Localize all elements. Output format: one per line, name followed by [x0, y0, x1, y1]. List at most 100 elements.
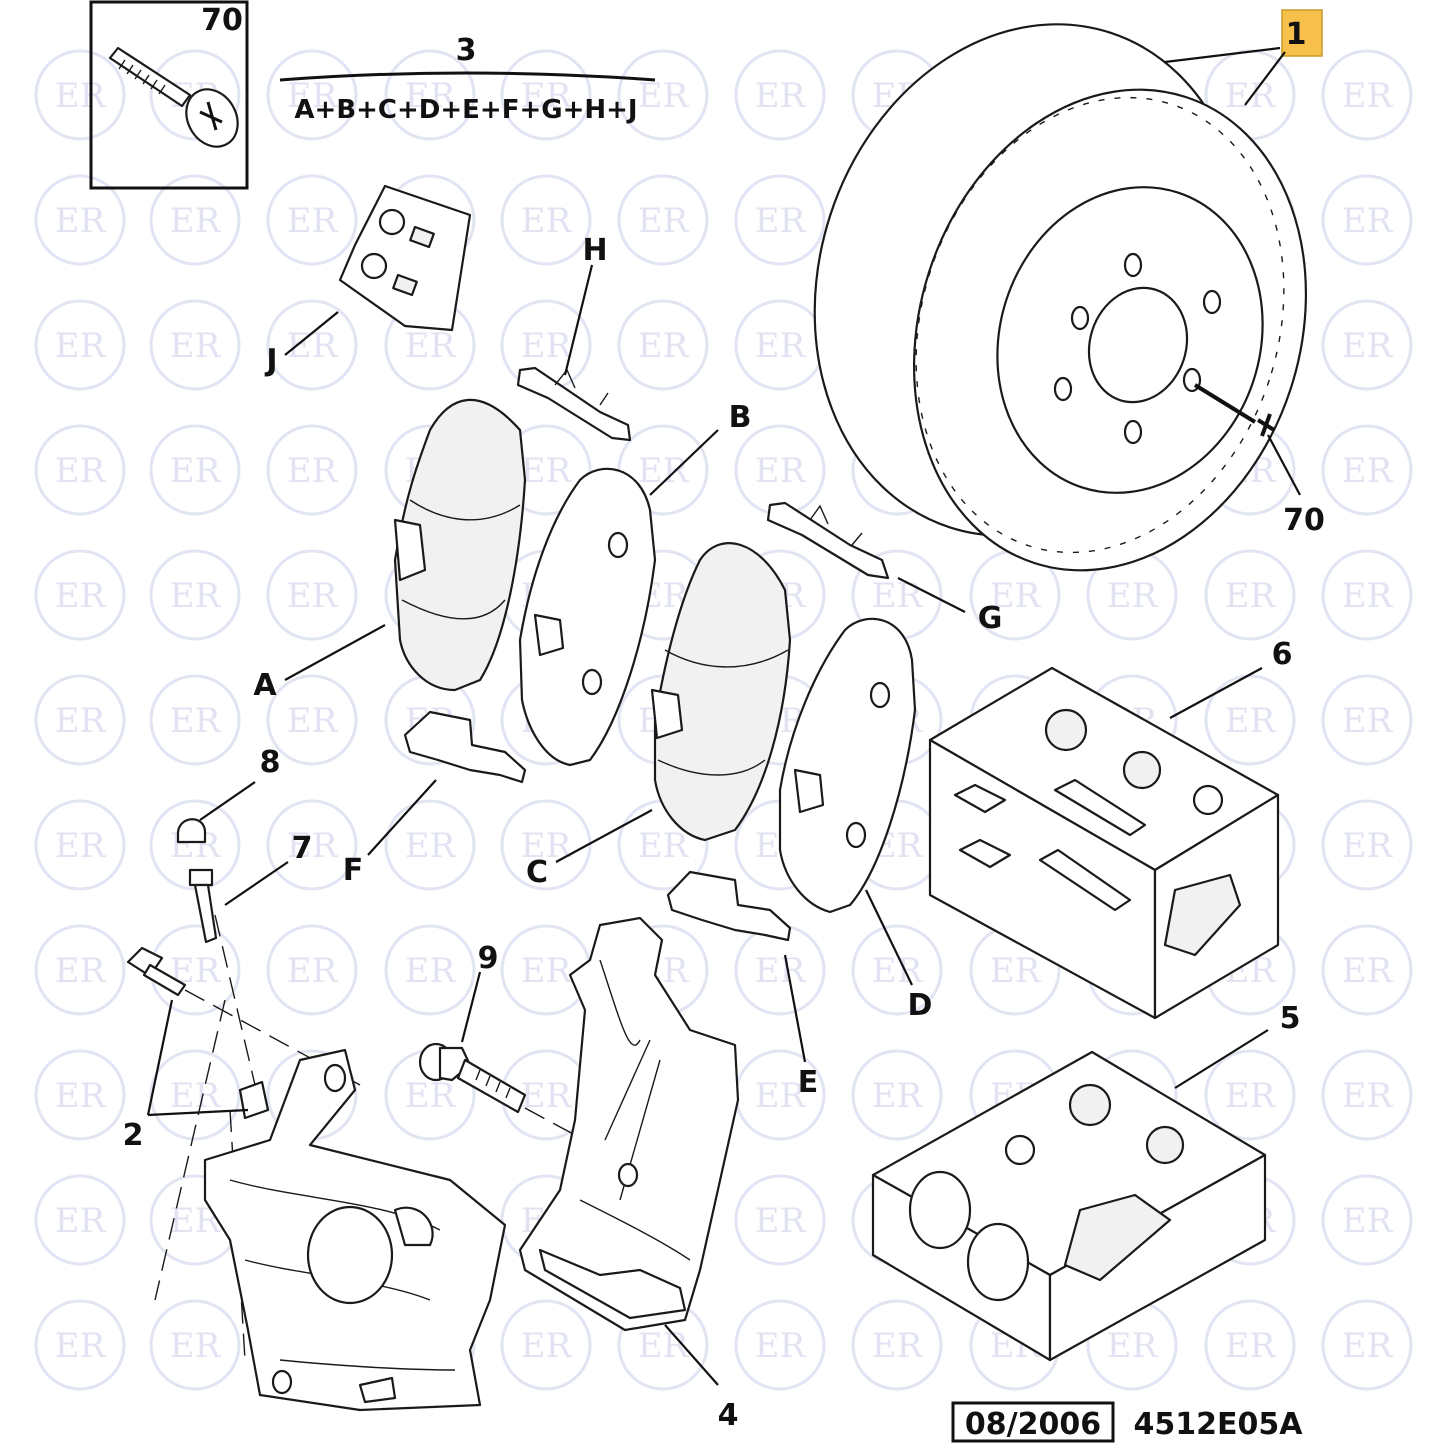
svg-text:ER: ER	[55, 826, 107, 866]
bleeder-7-callout: 7	[292, 831, 313, 866]
svg-text:ER: ER	[170, 451, 222, 491]
watermark-tile: ER	[617, 174, 709, 266]
watermark-tile: ER	[1321, 1049, 1413, 1141]
svg-text:ER: ER	[638, 76, 690, 116]
svg-text:ER: ER	[287, 76, 339, 116]
svg-text:ER: ER	[521, 1076, 573, 1116]
watermark-tile: ER	[617, 799, 709, 891]
svg-text:ER: ER	[55, 201, 107, 241]
svg-text:ER: ER	[990, 951, 1042, 991]
svg-text:ER: ER	[755, 951, 807, 991]
svg-text:ER: ER	[521, 451, 573, 491]
watermark-tile: ER	[384, 799, 476, 891]
svg-text:ER: ER	[170, 1326, 222, 1366]
svg-text:ER: ER	[1107, 576, 1159, 616]
svg-text:ER: ER	[1342, 201, 1394, 241]
watermark-tile: ER	[34, 1174, 126, 1266]
watermark-tile: ER	[149, 1299, 241, 1391]
footer-date: 08/2006	[965, 1407, 1101, 1442]
svg-text:ER: ER	[638, 326, 690, 366]
pad-c-callout: C	[526, 855, 548, 890]
svg-text:ER: ER	[170, 201, 222, 241]
svg-text:ER: ER	[872, 1076, 924, 1116]
watermark-tile: ER	[34, 799, 126, 891]
watermark-tile: ER	[1321, 799, 1413, 891]
watermark-tile: ER	[734, 174, 826, 266]
watermark-tile: ER	[266, 49, 358, 141]
watermark-tile: ER	[34, 424, 126, 516]
watermark-tile: ER	[851, 1299, 943, 1391]
watermark-tile: ER	[1204, 674, 1296, 766]
svg-text:ER: ER	[521, 951, 573, 991]
svg-text:ER: ER	[55, 576, 107, 616]
svg-text:ER: ER	[638, 1326, 690, 1366]
clip-e	[666, 870, 792, 942]
footer-code: 4512E05A	[1134, 1407, 1304, 1442]
watermark-tile: ER	[734, 1174, 826, 1266]
svg-text:ER: ER	[1342, 326, 1394, 366]
svg-text:ER: ER	[1342, 1076, 1394, 1116]
svg-text:ER: ER	[1342, 826, 1394, 866]
svg-text:ER: ER	[755, 201, 807, 241]
watermark-tile: ER	[149, 424, 241, 516]
brake-disc	[813, 23, 1308, 572]
inset-label: 70	[201, 3, 243, 38]
svg-text:ER: ER	[521, 76, 573, 116]
repair-kit-box-6	[928, 666, 1280, 1020]
watermark-tile: ER	[1321, 49, 1413, 141]
bleeder-screw-7	[188, 868, 218, 944]
watermark-tile: ER	[149, 1049, 241, 1141]
watermark-tile: ER	[266, 674, 358, 766]
svg-text:ER: ER	[1225, 576, 1277, 616]
watermark-tile: ER	[851, 549, 943, 641]
watermark-tile: ER	[500, 49, 592, 141]
clip-f	[403, 710, 527, 784]
watermark-tile: ER	[617, 49, 709, 141]
watermark-tile: ER	[266, 299, 358, 391]
screw-icon	[108, 46, 239, 148]
svg-text:ER: ER	[1342, 576, 1394, 616]
watermark-tile: ER	[734, 49, 826, 141]
svg-text:ER: ER	[521, 1326, 573, 1366]
watermark-tile: ER	[266, 799, 358, 891]
svg-text:ER: ER	[405, 951, 457, 991]
brake-caliper	[203, 1048, 507, 1412]
svg-text:ER: ER	[170, 326, 222, 366]
watermark-tile: ER	[149, 299, 241, 391]
svg-text:ER: ER	[638, 826, 690, 866]
svg-text:ER: ER	[521, 826, 573, 866]
watermark-tile: ER	[1204, 1049, 1296, 1141]
watermark-tile: ER	[1321, 299, 1413, 391]
watermark-tile: ER	[734, 299, 826, 391]
guide-bolt-upper	[126, 946, 187, 997]
svg-text:ER: ER	[170, 576, 222, 616]
watermark-tile: ER	[266, 549, 358, 641]
watermark-tile: ER	[34, 299, 126, 391]
svg-text:ER: ER	[287, 701, 339, 741]
kit-number: 3	[456, 33, 477, 68]
part-j	[338, 184, 472, 332]
watermark-tile: ER	[1321, 549, 1413, 641]
watermark-tile: ER	[34, 674, 126, 766]
clip-h-callout: H	[582, 233, 607, 268]
svg-text:ER: ER	[287, 576, 339, 616]
watermark-tile: ER	[500, 799, 592, 891]
watermark-tile: ER	[34, 1049, 126, 1141]
svg-text:ER: ER	[521, 326, 573, 366]
watermark-tile: ER	[500, 1299, 592, 1391]
svg-text:ER: ER	[1342, 1326, 1394, 1366]
carrier-4-callout: 4	[718, 1398, 739, 1433]
watermark-tile: ER	[34, 549, 126, 641]
svg-text:ER: ER	[755, 76, 807, 116]
svg-text:ER: ER	[872, 576, 924, 616]
repair-kit-box-5	[871, 1050, 1267, 1362]
svg-text:ER: ER	[55, 76, 107, 116]
clip-e-callout: E	[798, 1065, 819, 1100]
svg-text:ER: ER	[1107, 1326, 1159, 1366]
clip-f-callout: F	[343, 853, 364, 888]
footer: 08/2006 4512E05A	[951, 1401, 1304, 1443]
disc-callout-highlight	[1281, 9, 1323, 57]
caliper-carrier-4	[518, 916, 740, 1332]
watermark-tile: ER	[617, 299, 709, 391]
